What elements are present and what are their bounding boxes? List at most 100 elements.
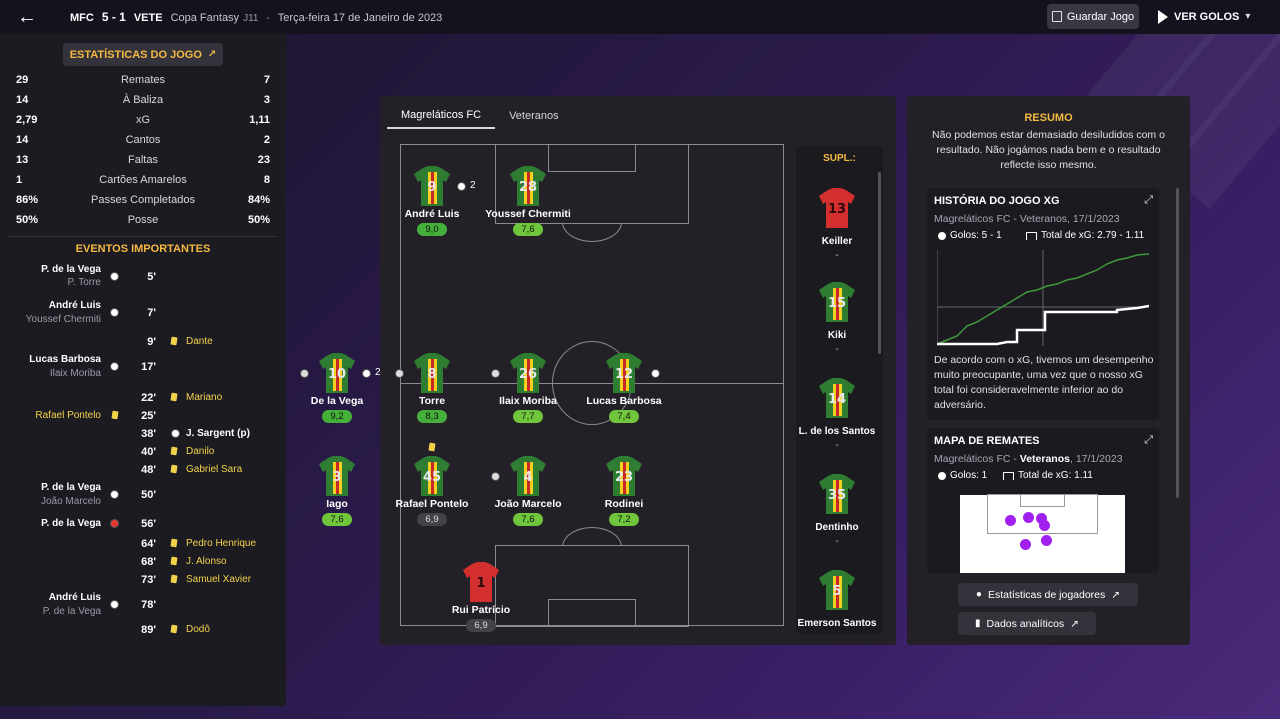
shot-map-pitch: [960, 494, 1125, 573]
svg-text:10: 10: [328, 367, 346, 382]
shot-marker: [1020, 539, 1031, 550]
player-shirt-icon: 15: [818, 282, 856, 322]
svg-text:8: 8: [427, 367, 436, 382]
expand-icon[interactable]: ⤢: [1144, 194, 1153, 206]
watch-goals-button[interactable]: VER GOLOS ▾: [1158, 4, 1253, 29]
player-shirt-icon: 5: [818, 570, 856, 610]
player-stats-label: Estatísticas de jogadores: [987, 588, 1106, 601]
stat-home-value: 86%: [16, 194, 39, 206]
summary-scrollbar[interactable]: [1176, 188, 1179, 498]
save-match-label: Guardar Jogo: [1066, 10, 1135, 23]
goal-ball-icon: [110, 600, 119, 609]
goal-ball-icon: [110, 490, 119, 499]
home-team-abbr: MFC: [70, 12, 94, 24]
player-stats-button[interactable]: ● Estatísticas de jogadores ↗: [958, 583, 1138, 606]
event-assist-name: Ilaix Moriba: [49, 368, 101, 379]
shot-map-xg: Total de xG: 1.11: [1003, 470, 1093, 481]
assist-icon: [651, 369, 660, 378]
analytics-button[interactable]: ▮ Dados analíticos ↗: [958, 612, 1096, 635]
player-shirt-icon: 45: [413, 456, 451, 496]
assist-icon: [300, 369, 309, 378]
pitch-goal-area-top: [548, 144, 636, 172]
player-shirt-icon: 8: [413, 353, 451, 393]
match-header: MFC 5 - 1 VETE Copa Fantasy J11 - Terça-…: [70, 10, 442, 24]
player-rating: 7,6: [513, 223, 543, 236]
save-icon: [1051, 11, 1062, 22]
back-arrow-icon[interactable]: ←: [17, 5, 37, 28]
expand-icon[interactable]: ⤢: [1144, 434, 1153, 446]
goal-net-icon: [1003, 471, 1014, 480]
pitch-penalty-area-bottom: [495, 545, 689, 627]
competition-round: J11: [243, 13, 259, 24]
tab-home-team[interactable]: Magreláticos FC: [387, 102, 496, 129]
event-minute: 5': [147, 270, 156, 283]
svg-text:14: 14: [828, 392, 846, 407]
event-player-name: Dodô: [186, 624, 210, 635]
shot-map-card: MAPA DE REMATES ⤢ Magreláticos FC - Vete…: [927, 428, 1159, 573]
stat-label: À Baliza: [122, 94, 164, 106]
event-assist-name: João Marcelo: [40, 496, 101, 507]
xg-history-card: HISTÓRIA DO JOGO XG ⤢ Magreláticos FC - …: [927, 188, 1159, 420]
play-icon: [1158, 9, 1168, 24]
substitute-name: L. de los Santos: [798, 426, 876, 437]
svg-text:4: 4: [523, 470, 532, 485]
player-shirt-icon: 28: [509, 166, 547, 206]
stat-label: Passes Completados: [91, 194, 195, 206]
save-match-button[interactable]: Guardar Jogo: [1047, 4, 1139, 29]
substitutes-scrollbar[interactable]: [878, 172, 881, 354]
event-player-name: Lucas Barbosa: [29, 354, 101, 365]
svg-text:26: 26: [519, 367, 537, 382]
svg-text:9: 9: [427, 180, 436, 195]
stat-label: xG: [135, 114, 151, 126]
player-shirt-icon: 23: [605, 456, 643, 496]
svg-text:3: 3: [332, 470, 341, 485]
stat-home-value: 50%: [16, 214, 39, 226]
xg-card-text: De acordo com o xG, tivemos um desempenh…: [934, 354, 1154, 411]
event-minute: 25': [141, 410, 156, 422]
stat-away-value: 1,11: [249, 114, 270, 126]
ball-icon: [938, 471, 946, 480]
team-tabs: Magreláticos FC Veteranos: [387, 102, 573, 129]
match-stats-button[interactable]: ESTATÍSTICAS DO JOGO ↗: [63, 43, 223, 66]
tab-away-team[interactable]: Veteranos: [509, 109, 559, 122]
goal-ball-icon: [110, 271, 119, 281]
shot-marker: [1036, 513, 1047, 524]
stat-away-value: 7: [263, 74, 270, 86]
xg-card-subtitle: Magreláticos FC - Veteranos, 17/1/2023: [934, 213, 1120, 225]
yellow-card-icon: [111, 410, 119, 420]
shot-map-goals-text: Golos: 1: [950, 470, 988, 481]
event-minute: 89': [141, 624, 156, 636]
player-name: Rodinei: [604, 498, 644, 510]
event-player-name: Samuel Xavier: [186, 574, 252, 585]
goal-ball-icon: [171, 429, 180, 438]
stat-away-value: 8: [263, 174, 270, 186]
xg-card-goals-text: Golos: 5 - 1: [950, 230, 1002, 241]
player-shirt-icon: 35: [818, 474, 856, 514]
stat-home-value: 14: [16, 94, 29, 106]
event-player-name: J. Sargent (p): [186, 428, 250, 439]
event-player-name: André Luis: [48, 592, 101, 603]
goal-ball-icon: [457, 182, 466, 191]
yellow-card-icon: [170, 446, 178, 456]
external-link-icon: ↗: [1111, 588, 1121, 601]
player-rating: 7,2: [609, 513, 639, 526]
event-player-name: André Luis: [48, 300, 101, 311]
chevron-down-icon: ▾: [1245, 11, 1251, 22]
player-name: Rui Patrício: [451, 604, 511, 616]
player-shirt-icon: 13: [818, 188, 856, 228]
yellow-card-icon: [170, 336, 178, 346]
